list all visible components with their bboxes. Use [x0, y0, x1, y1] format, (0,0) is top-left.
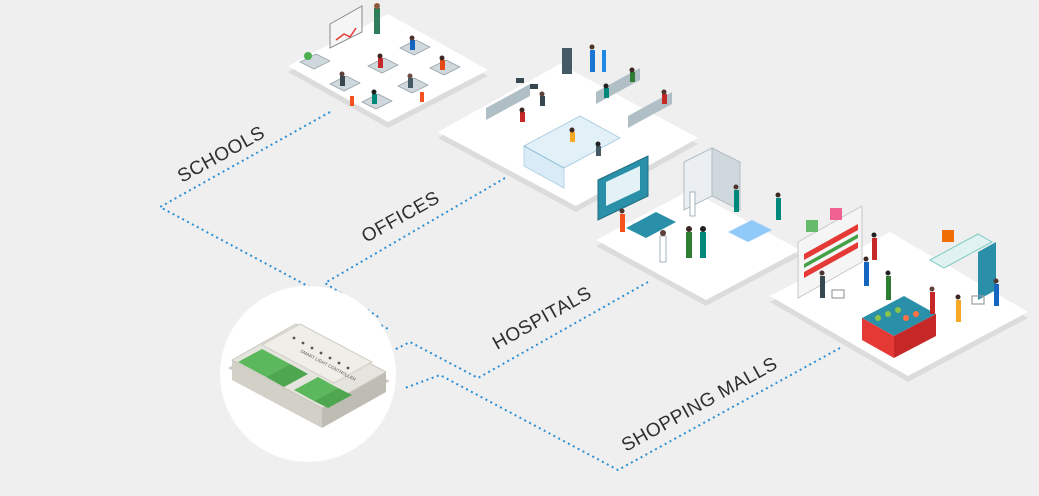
- controller-device: SMART LIGHT CONTROLLER: [220, 286, 396, 462]
- label-hospitals: HOSPITALS: [489, 283, 595, 355]
- label-shopping-malls: SHOPPING MALLS: [618, 353, 781, 456]
- schools-scene: [288, 3, 488, 128]
- label-offices: OFFICES: [358, 187, 443, 247]
- hospitals-scene: [596, 147, 800, 306]
- terminal-blocks: [238, 349, 352, 408]
- connector-shopping-malls: [404, 347, 841, 472]
- label-schools: SCHOOLS: [174, 122, 269, 187]
- shopping-mall-scene: [770, 205, 1028, 382]
- whiteboard: [329, 5, 363, 49]
